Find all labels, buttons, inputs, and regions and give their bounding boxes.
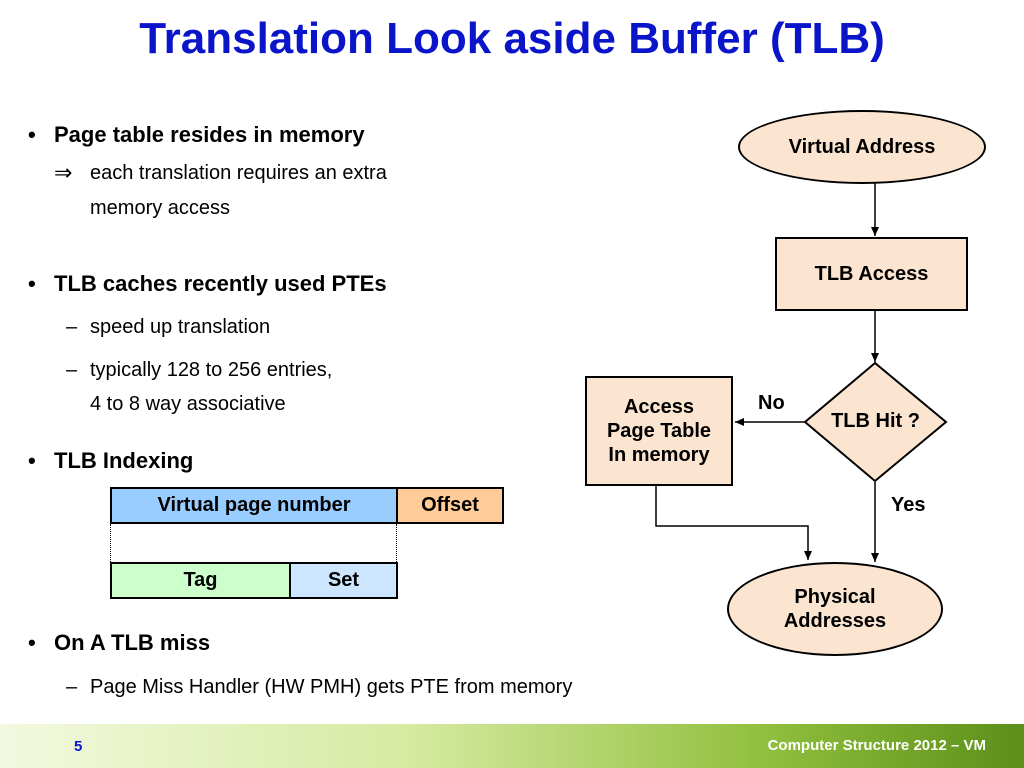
- bullet-dot: •: [28, 271, 36, 296]
- bullet-2-sub-1: speed up translation: [90, 316, 271, 338]
- bullet-3: • TLB Indexing: [28, 448, 428, 478]
- offset-field: Offset: [396, 487, 504, 524]
- bullet-dot: •: [28, 122, 36, 147]
- bullet-4-text: On A TLB miss: [54, 630, 211, 655]
- access-line-3: In memory: [608, 444, 710, 466]
- bullet-dot: •: [28, 448, 36, 473]
- bullet-1-sub-line2: memory access: [90, 197, 231, 219]
- footer-text: Computer Structure 2012 – VM: [767, 737, 986, 754]
- slide-title: Translation Look aside Buffer (TLB): [139, 14, 885, 63]
- bullet-1-arrow: ⇒: [54, 160, 73, 185]
- virtual-address-node: Virtual Address: [738, 110, 986, 184]
- no-label: No: [758, 392, 785, 414]
- physical-line-2: Addresses: [783, 610, 887, 632]
- physical-addresses-node: Physical Addresses: [727, 562, 943, 656]
- arrow-pt-to-physical: [655, 485, 812, 560]
- set-field: Set: [289, 562, 398, 599]
- bullet-2-dash-1: –: [66, 316, 78, 338]
- tlb-hit-diamond: [803, 361, 948, 483]
- bullet-1: • Page table resides in memory: [28, 122, 528, 152]
- access-line-1: Access: [623, 396, 695, 418]
- bullet-1-sub-line1: each translation requires an extra: [90, 162, 387, 184]
- bullet-4-sub-1: Page Miss Handler (HW PMH) gets PTE from…: [90, 676, 573, 698]
- bullet-2-text: TLB caches recently used PTEs: [54, 271, 387, 296]
- physical-line-1: Physical: [794, 586, 876, 608]
- page-number: 5: [74, 738, 83, 755]
- bullet-4-dash-1: –: [66, 676, 78, 698]
- bullet-2-sub-2-line2: 4 to 8 way associative: [90, 393, 286, 415]
- bullet-2-sub-2-line1: typically 128 to 256 entries,: [90, 359, 333, 381]
- yes-label: Yes: [891, 494, 926, 516]
- tlb-access-node: TLB Access: [775, 237, 968, 311]
- bullet-4: • On A TLB miss: [28, 630, 428, 660]
- access-page-table-node: Access Page Table In memory: [585, 376, 733, 486]
- footer-bar: 5 Computer Structure 2012 – VM: [0, 724, 1024, 768]
- bullet-dot: •: [28, 630, 36, 655]
- dotted-guide-right: [396, 524, 397, 562]
- bullet-1-text: Page table resides in memory: [54, 122, 365, 147]
- access-line-2: Page Table: [606, 420, 712, 442]
- tlb-hit-label: TLB Hit ?: [831, 410, 920, 432]
- bullet-2-dash-2: –: [66, 359, 78, 381]
- virtual-page-number-field: Virtual page number: [110, 487, 398, 524]
- tag-field: Tag: [110, 562, 291, 599]
- dotted-guide-left: [110, 524, 111, 562]
- bullet-3-text: TLB Indexing: [54, 448, 194, 473]
- bullet-2: • TLB caches recently used PTEs: [28, 271, 528, 301]
